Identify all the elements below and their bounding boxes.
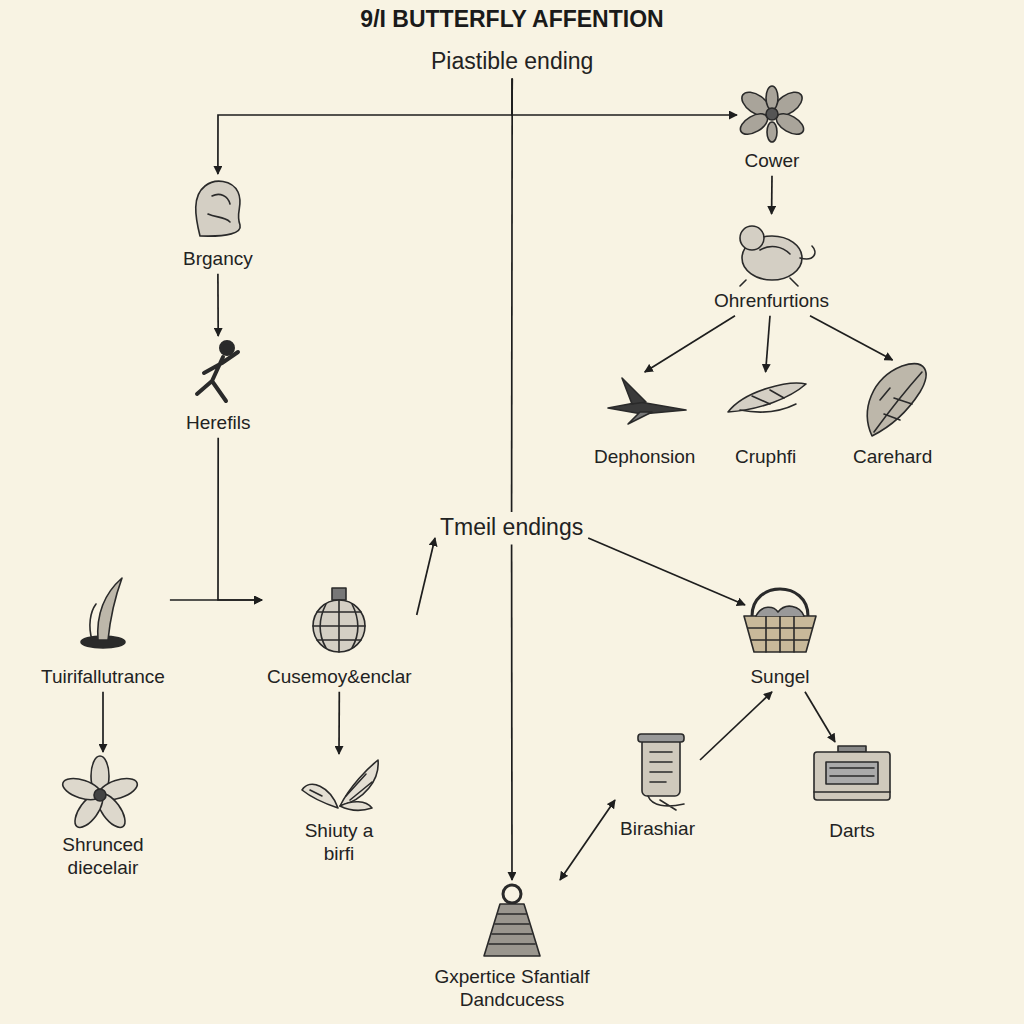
icon-node: Gxpertice Sfantialf Dandcucess: [402, 880, 622, 1015]
bird-icon: [608, 378, 686, 424]
connector-arrow: [511, 79, 513, 512]
connector-arrow: [700, 692, 772, 760]
connector-arrow: [417, 538, 435, 615]
flower-icon: [60, 756, 140, 832]
icon-node: Dephonsion: [589, 372, 700, 472]
connector-arrow: [810, 316, 893, 360]
flower-wing-icon: [737, 86, 807, 142]
node-label: Cusemoy&enclar: [267, 666, 412, 689]
node-label: Darts: [822, 820, 882, 843]
node-label: Shiuty a birfi: [300, 820, 378, 866]
icon-node: Cusemoy&enclar: [262, 580, 417, 692]
connector-arrow: [218, 438, 262, 600]
connector-arrow: [560, 800, 615, 880]
node-label: Birashiar: [620, 818, 695, 841]
icon-node: Shrunced diecelair: [41, 752, 165, 883]
sprout-icon: [81, 578, 125, 648]
node-label: Brgancy: [183, 248, 253, 271]
creature-icon: [740, 226, 815, 286]
moth-icon: [728, 383, 806, 412]
icon-node: Darts: [817, 742, 887, 846]
node-label: Ohrenfurtions: [714, 290, 829, 313]
heading-node: Tmeil endings: [435, 512, 588, 545]
connector-arrow: [766, 316, 770, 372]
icon-node: Carehard: [848, 360, 937, 472]
icon-node: Birashiar: [615, 730, 700, 844]
connector-arrow: [217, 274, 219, 336]
node-label: Dephonsion: [594, 446, 695, 469]
bell-icon: [484, 885, 540, 956]
globe-jar-icon: [313, 588, 365, 652]
runner-icon: [197, 342, 238, 401]
node-label: Carehard: [853, 446, 932, 469]
connector-arrow: [218, 79, 512, 174]
diagram-title: 9/I BUTTERFLY AFFENTION: [0, 6, 1024, 33]
icon-node: Brgancy: [178, 174, 258, 274]
scroll-icon: [638, 734, 684, 810]
node-label: Shrunced diecelair: [46, 834, 160, 880]
connector-arrow: [771, 176, 773, 214]
node-label: Gxpertice Sfantialf Dandcucess: [407, 966, 617, 1012]
connector-arrow: [512, 79, 737, 115]
icon-node: Tuirifallutrance: [36, 572, 170, 692]
icon-node: Shiuty a birfi: [295, 754, 383, 869]
bust-icon: [196, 181, 240, 236]
node-label: Herefils: [186, 412, 250, 435]
connector-arrow: [511, 545, 513, 880]
node-label: Tmeil endings: [440, 514, 583, 542]
connector-arrow: [338, 692, 340, 754]
basket-icon: [744, 589, 816, 652]
butterfly-icon: [302, 760, 378, 810]
node-label: Cower: [742, 150, 802, 173]
connector-arrow: [588, 538, 745, 605]
icon-node: Cruphfi: [730, 372, 801, 472]
icon-node: Sungel: [745, 578, 815, 692]
node-label: Cruphfi: [735, 446, 796, 469]
connector-arrow: [645, 316, 735, 372]
connector-arrow: [102, 692, 104, 752]
node-label: Sungel: [750, 666, 810, 689]
connector-arrow: [170, 599, 262, 601]
heading-node: Piastible ending: [426, 46, 598, 79]
case-icon: [814, 746, 890, 800]
node-label: Tuirifallutrance: [41, 666, 165, 689]
icon-node: Ohrenfurtions: [709, 214, 834, 316]
connector-arrow: [805, 692, 835, 742]
icon-node: Cower: [737, 84, 807, 176]
leaf-insect-icon: [867, 364, 926, 436]
icon-node: Herefils: [181, 336, 255, 438]
node-label: Piastible ending: [431, 48, 593, 76]
